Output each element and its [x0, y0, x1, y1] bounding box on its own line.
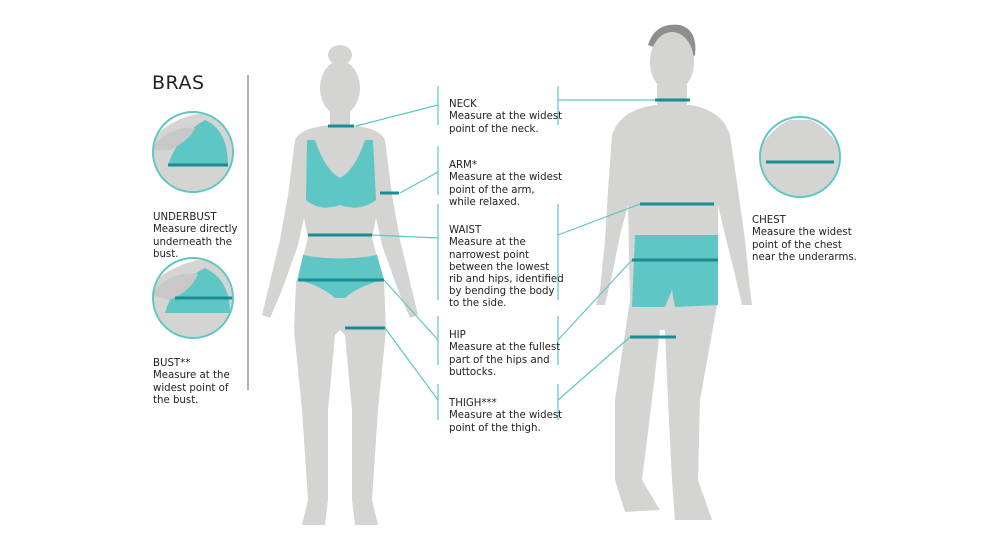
- chest-description: Measure the widest point of the chest ne…: [752, 227, 857, 263]
- male-measure-bands: [630, 98, 718, 339]
- bust-illustration: [154, 259, 232, 337]
- male-trunks: [632, 235, 718, 307]
- chest-circle: [759, 116, 841, 198]
- bust-heading: BUST**: [153, 358, 191, 370]
- female-bra: [306, 140, 376, 208]
- bust-circle: [152, 257, 234, 339]
- thigh-description: Measure at the widest point of the thigh…: [449, 410, 563, 434]
- waist-heading: WAIST: [449, 225, 482, 237]
- underbust-description: Measure directly underneath the bust.: [153, 224, 238, 260]
- neck-description: Measure at the widest point of the neck.: [449, 111, 563, 135]
- male-figure: [596, 24, 752, 520]
- chest-illustration: [761, 118, 839, 196]
- hip-description: Measure at the fullest part of the hips …: [449, 342, 561, 378]
- underbust-illustration: [154, 113, 232, 191]
- hip-heading: HIP: [449, 330, 466, 342]
- underbust-circle: [152, 111, 234, 193]
- female-measure-bands: [298, 124, 399, 330]
- bras-title: BRAS: [152, 72, 205, 94]
- underbust-heading: UNDERBUST: [153, 212, 217, 224]
- arm-heading: ARM*: [449, 160, 477, 172]
- female-figure: [262, 45, 418, 525]
- neck-heading: NECK: [449, 99, 477, 111]
- female-briefs: [298, 255, 384, 298]
- leader-lines: [355, 86, 655, 420]
- bust-description: Measure at the widest point of the bust.: [153, 370, 230, 406]
- arm-label: ARM*Measure at the widest point of the a…: [449, 148, 562, 209]
- chest-heading: CHEST: [752, 215, 786, 227]
- arm-description: Measure at the widest point of the arm, …: [449, 172, 563, 208]
- waist-description: Measure at the narrowest point between t…: [449, 237, 564, 310]
- bust-label: BUST**Measure at the widest point of the…: [153, 346, 230, 407]
- thigh-heading: THIGH***: [449, 398, 497, 410]
- thigh-label: THIGH***Measure at the widest point of t…: [449, 386, 562, 435]
